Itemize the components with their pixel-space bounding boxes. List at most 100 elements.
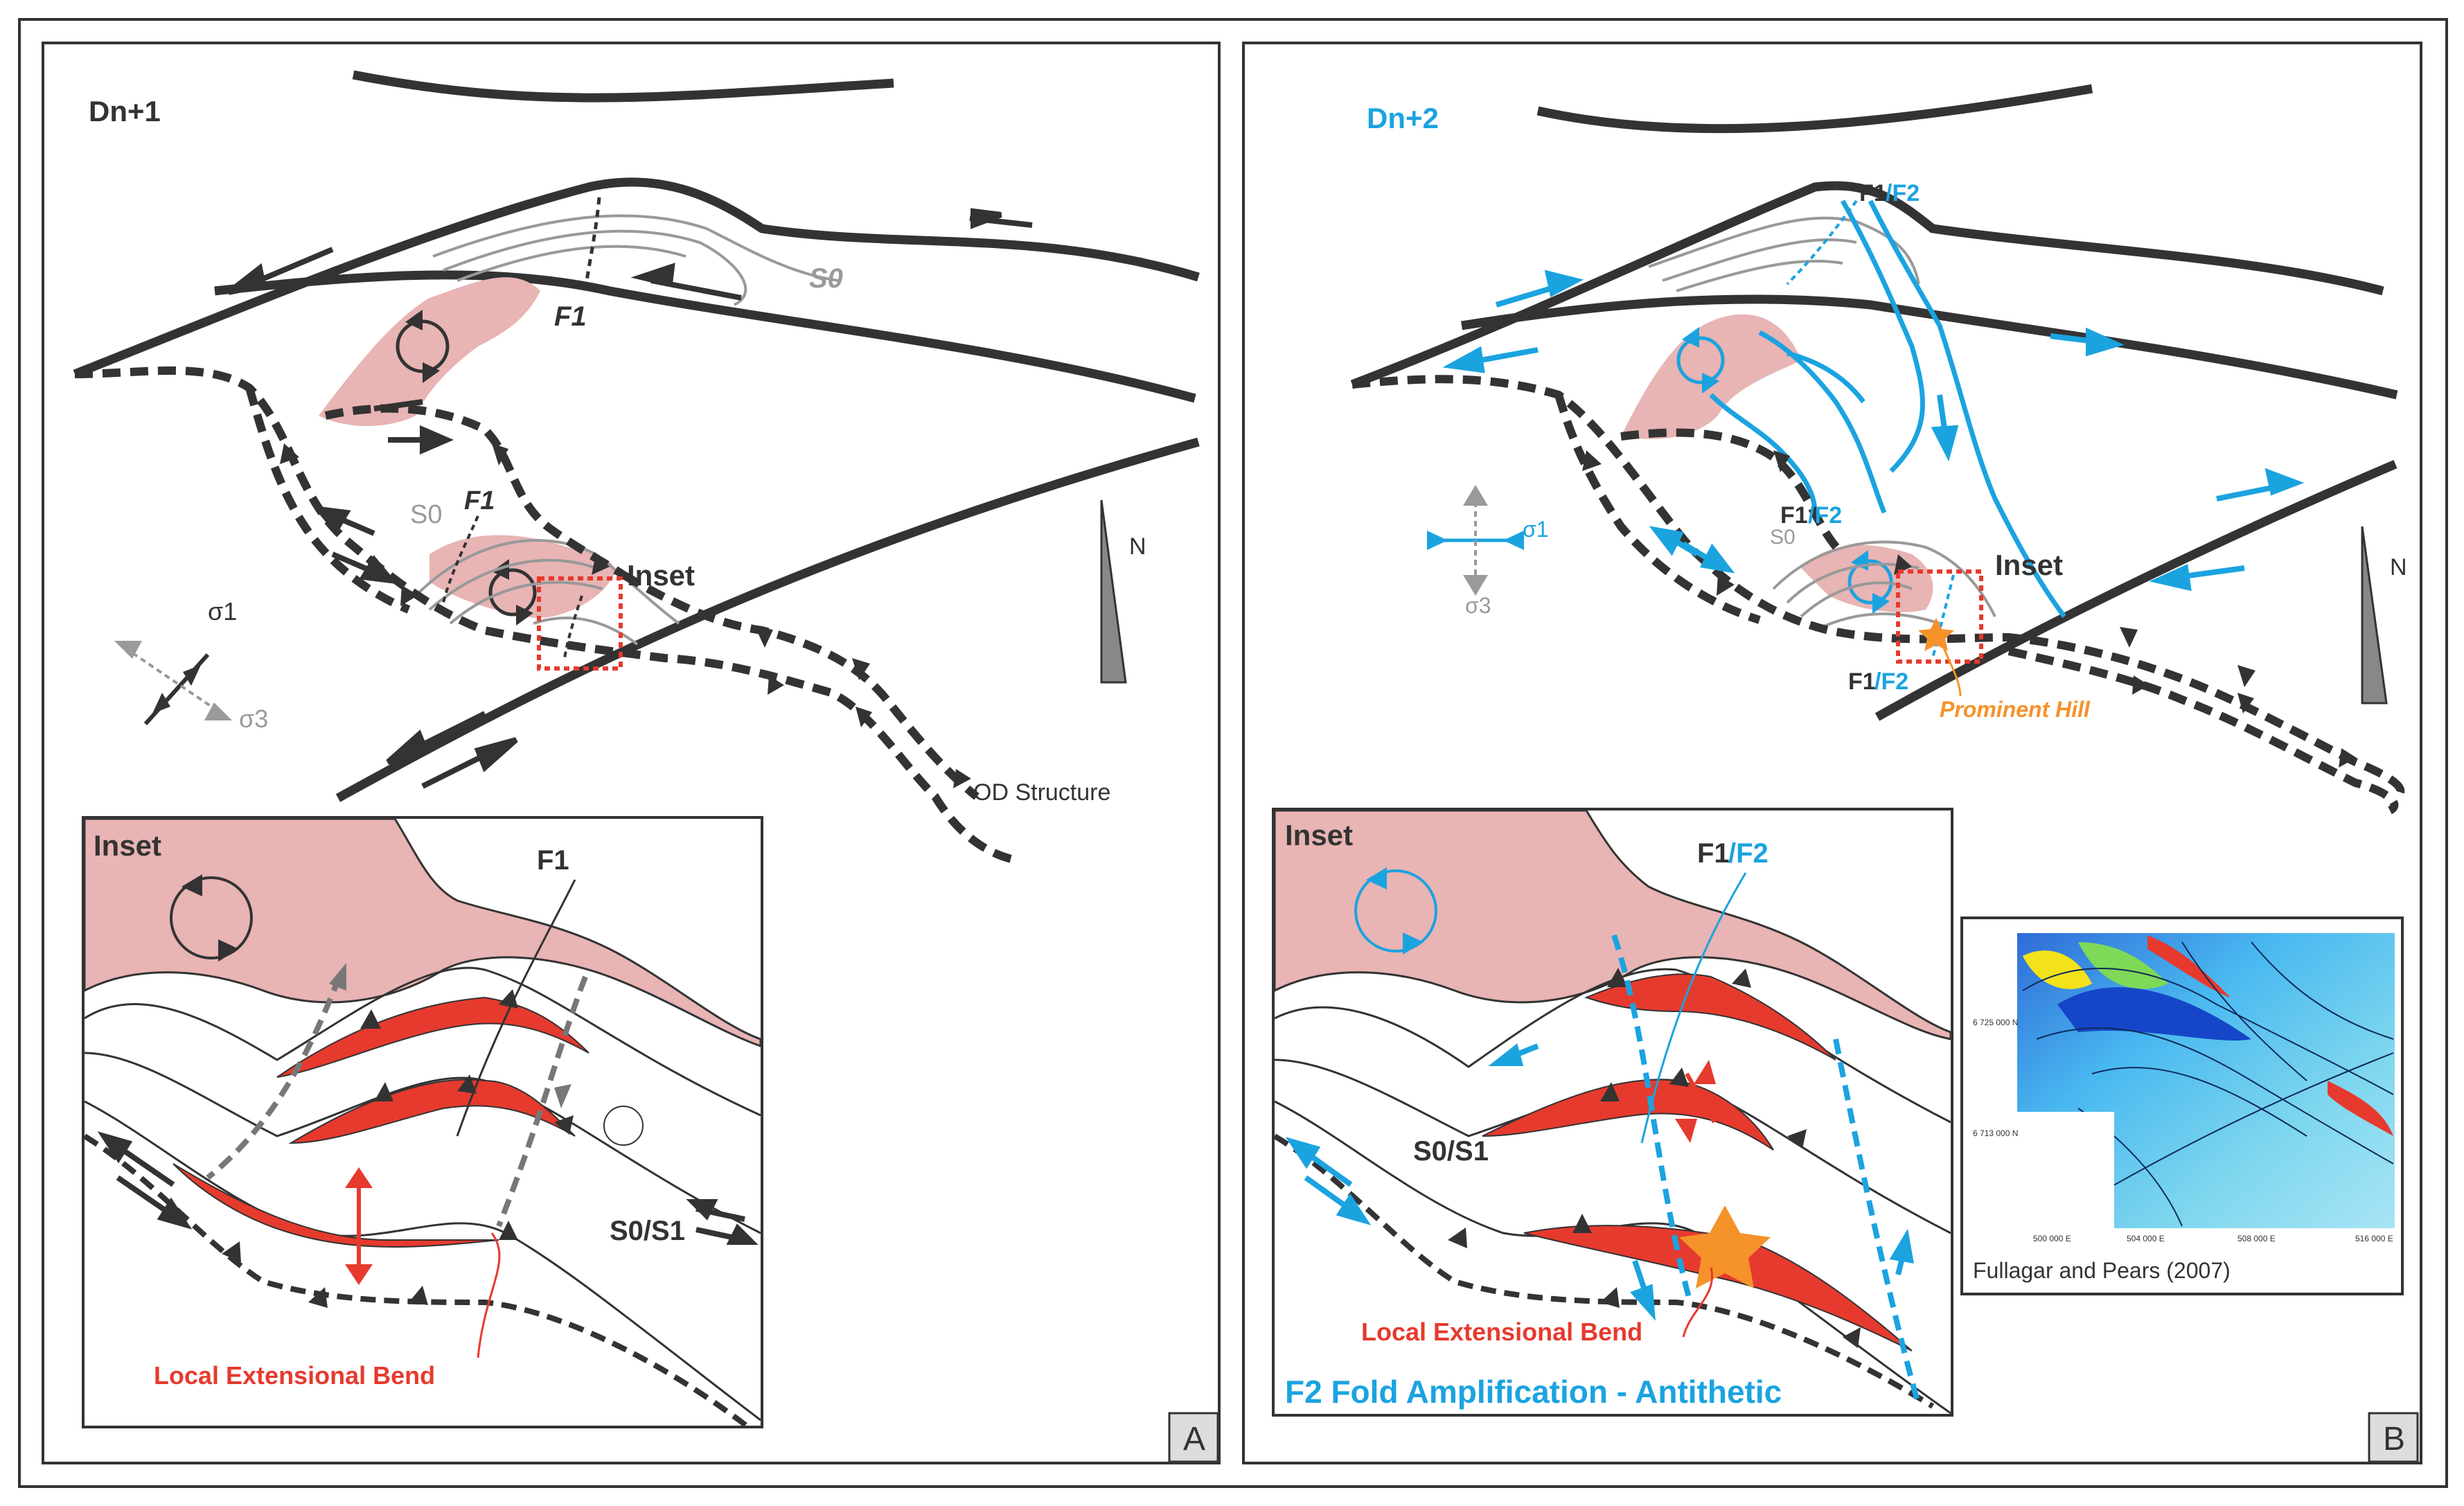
pluton-a [319,277,540,426]
bedding-lines-inset-a [84,966,761,1421]
red-lens-3 [172,1163,499,1248]
extension-arrow-inset-a [345,1167,373,1285]
inset-marker-a [537,576,623,671]
outer-frame [18,18,2448,1488]
fault-b-3 [1460,294,2398,400]
map-anomaly-red-2 [2328,1081,2393,1136]
rotation-arrow-b-1 [1676,327,1725,393]
thrust-inset-b [1273,1133,1935,1409]
pluton-a-lower [429,535,615,618]
fault-b-2 [1350,181,2384,389]
bend-leader-b [1682,1267,1714,1338]
map-easting-1: 500 000 E [2033,1234,2071,1243]
s0s1-label-inset-a: S0/S1 [610,1216,685,1246]
fault-a-4 [335,437,1200,802]
fault-b-4 [1874,460,2397,721]
blue-dashed-trace-b-2 [1833,1038,1922,1408]
f1-axial-trace-a-mid [442,515,479,603]
map-whiteout [2017,1112,2114,1228]
inset-box-a: Inset F1 S0/S1 Local Extensional Bend [82,816,763,1430]
pluton-inset-b [1273,809,1952,1040]
s0-label-a-mid: S0 [410,500,442,529]
s0-bedding-a-top [432,214,839,306]
panel-a: Dn+1 S0 F1 [42,42,1221,1464]
north-label-b: N [2390,554,2407,581]
f1-label-a-top: F1 [554,301,587,332]
local-bend-label-b: Local Extensional Bend [1361,1318,1642,1346]
f2-label-b-top: /F2 [1886,180,1920,206]
map-inset: 6 725 000 N 6 713 000 N 500 000 E 504 00… [1960,916,2404,1295]
od-structure-label: OD Structure [973,779,1110,806]
panel-a-letter: A [1183,1421,1205,1458]
shear-arrows-a [227,208,1033,789]
rotation-arrow-inset-b [1354,867,1437,955]
f1-label-inset-b: F1 [1697,838,1730,869]
sigma3-label-a: σ3 [239,705,268,733]
f1f2-trace-b-low [1931,574,1955,659]
blue-dashed-trace-b-1 [1611,934,1693,1304]
local-bend-label-a: Local Extensional Bend [154,1361,435,1390]
f2-label-b-low: /F2 [1874,668,1908,695]
red-lens-2 [288,1079,576,1144]
fault-a-1 [352,70,894,103]
inset-marker-b [1896,569,1983,664]
north-arrow-a [1100,499,1127,684]
inset-title-a: Inset [94,829,161,862]
red-lens-b-1 [1584,973,1836,1061]
gray-dashed-trace-1 [206,975,342,1180]
map-northing-2: 6 713 000 N [1973,1128,2018,1138]
rotation-arrow-a-1 [396,310,450,383]
red-lens-1 [276,996,590,1078]
panel-a-title: Dn+1 [89,95,161,127]
f2-label-inset-b: /F2 [1728,838,1769,869]
map-anomaly-yellow-1 [2023,950,2092,989]
map-caption: Fullagar and Pears (2007) [1973,1258,2231,1283]
panel-a-letter-box [1168,1412,1219,1463]
rotation-arrow-inset-a [170,874,253,962]
stress-axes-a [114,641,232,726]
f1-label-b-mid: F1 [1780,502,1808,529]
thrust-loop-a [74,366,1013,863]
map-easting-2: 504 000 E [2127,1234,2165,1243]
thrust-teeth-inset-b [1448,968,1861,1348]
s0s1-label-inset-b: S0/S1 [1413,1136,1489,1167]
shear-arrows-b [1442,269,2305,592]
inset-label-a[interactable]: Inset [627,559,695,592]
blue-faults-b [1709,200,2066,619]
sigma1-label-b: σ1 [1523,517,1549,542]
shear-arrows-inset-a [97,1131,759,1245]
map-northing-1: 6 725 000 N [1973,1018,2018,1027]
s0-bedding-b-top [1648,216,1920,292]
s0-label-a-top: S0 [809,263,843,294]
f1-label-inset-a: F1 [537,845,569,876]
f1-label-a-mid: F1 [464,486,495,515]
map-anomaly-green-1 [2078,942,2168,989]
north-arrow-b [2361,526,2388,705]
f1-label-b-low: F1 [1848,668,1876,695]
open-circle-inset-a [603,1106,644,1146]
north-label-a: N [1129,533,1146,560]
panel-b-letter-box [2368,1412,2419,1463]
thrust-loop-b [1351,375,2405,815]
stress-axes-b [1427,485,1524,596]
map-easting-4: 516 000 E [2355,1234,2393,1243]
prominent-hill-star-inset [1679,1205,1771,1288]
inset-box-b: Inset F1 /F2 S0/S1 Local Extensional Ben… [1272,808,1953,1417]
prominent-hill-star-map [1918,618,1954,651]
thrust-teeth-a [280,443,971,788]
extension-arrow-inset-b [1675,1060,1717,1143]
f1-axial-trace-a-mid-2 [563,595,583,659]
inset-label-b[interactable]: Inset [1995,549,2063,581]
sigma1-label-a: σ1 [208,597,237,626]
panel-b-letter: B [2383,1421,2405,1458]
gray-dashed-trace-2 [496,975,588,1228]
fault-b-1 [1536,84,2093,134]
prominent-hill-leader [1937,633,1962,697]
thrust-teeth-b [1582,450,2357,768]
f1-label-b-top: F1 [1859,180,1887,206]
fault-a-3 [214,270,1196,403]
map-anomaly-blue-1 [2057,987,2251,1041]
shear-arrows-inset-b [1285,1043,1914,1321]
pluton-inset-a [83,817,762,1048]
